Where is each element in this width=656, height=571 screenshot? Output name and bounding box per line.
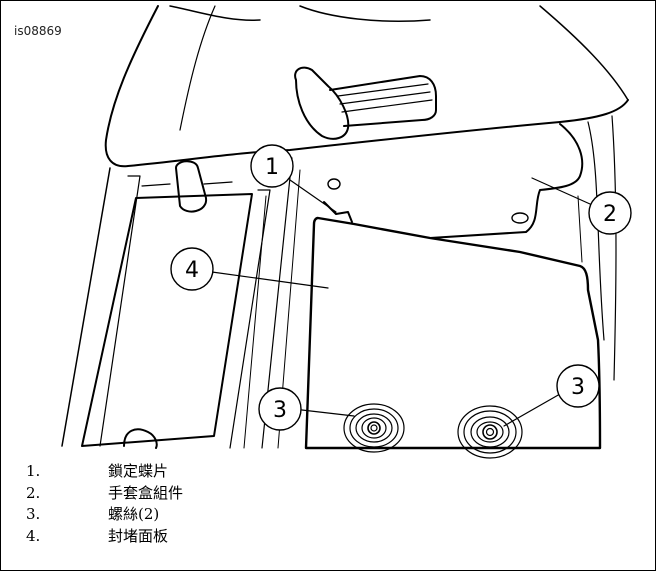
legend-number: 3. [26, 505, 41, 523]
dash-shell [104, 5, 629, 168]
left-panel-inner-2 [243, 195, 267, 449]
glovebox-right [429, 123, 584, 239]
legend-label: 封堵面板 [108, 526, 169, 545]
legend-label: 鎖定蝶片 [108, 462, 169, 480]
left-opening [81, 193, 253, 447]
callout-circle-3b [556, 364, 600, 408]
dash-shell-right [539, 5, 629, 101]
legend-item: 1. 鎖定蝶片 [26, 461, 183, 483]
left-latch-knob [175, 160, 208, 213]
dash-shell-top [169, 5, 261, 22]
dash-shell-curve [299, 5, 431, 22]
callout-circle-2 [588, 191, 632, 235]
left-latch-base [141, 181, 233, 187]
callout-circle-4 [170, 247, 214, 291]
legend-number: 2. [26, 483, 41, 502]
legend-item: 4. 封堵面板 [26, 526, 183, 548]
callout-label-3a: 3 [273, 398, 287, 423]
callout-circle-3a [258, 387, 302, 431]
callout-label-1: 1 [265, 155, 279, 180]
callout-circle-1 [250, 144, 294, 188]
legend-label: 手套盒組件 [108, 483, 184, 502]
legend-item: 2. 手套盒組件 [26, 483, 183, 505]
screw-right [457, 405, 523, 459]
legend-number: 1. [26, 462, 41, 480]
callout-label-4: 4 [185, 258, 199, 283]
callout-label-2: 2 [603, 202, 617, 227]
upper-latch-handle [294, 66, 350, 140]
leader-3a [301, 409, 355, 417]
leader-3b [503, 393, 561, 427]
leader-1 [289, 179, 337, 213]
left-panel-inner [229, 189, 271, 449]
glovebox-edge-2 [611, 115, 617, 381]
parts-legend: 1. 鎖定蝶片 2. 手套盒組件 3. 螺絲(2) 4. 封堵面板 [26, 461, 183, 547]
legend-item: 3. 螺絲(2) [26, 504, 183, 526]
upper-latch-recess [329, 75, 437, 127]
glovebox-edge-3 [577, 195, 583, 263]
left-panel-edge [99, 175, 141, 447]
leader-4 [211, 271, 329, 289]
figure-id: is08869 [14, 24, 62, 38]
screw-left [343, 403, 405, 453]
dash-shell-edge [179, 5, 216, 131]
left-outer-edge [61, 167, 111, 447]
lower-bracket [123, 428, 158, 449]
leader-2 [531, 177, 591, 205]
callout-label-3b: 3 [571, 375, 585, 400]
legend-number: 4. [26, 526, 41, 545]
legend-label: 螺絲(2) [108, 505, 160, 523]
